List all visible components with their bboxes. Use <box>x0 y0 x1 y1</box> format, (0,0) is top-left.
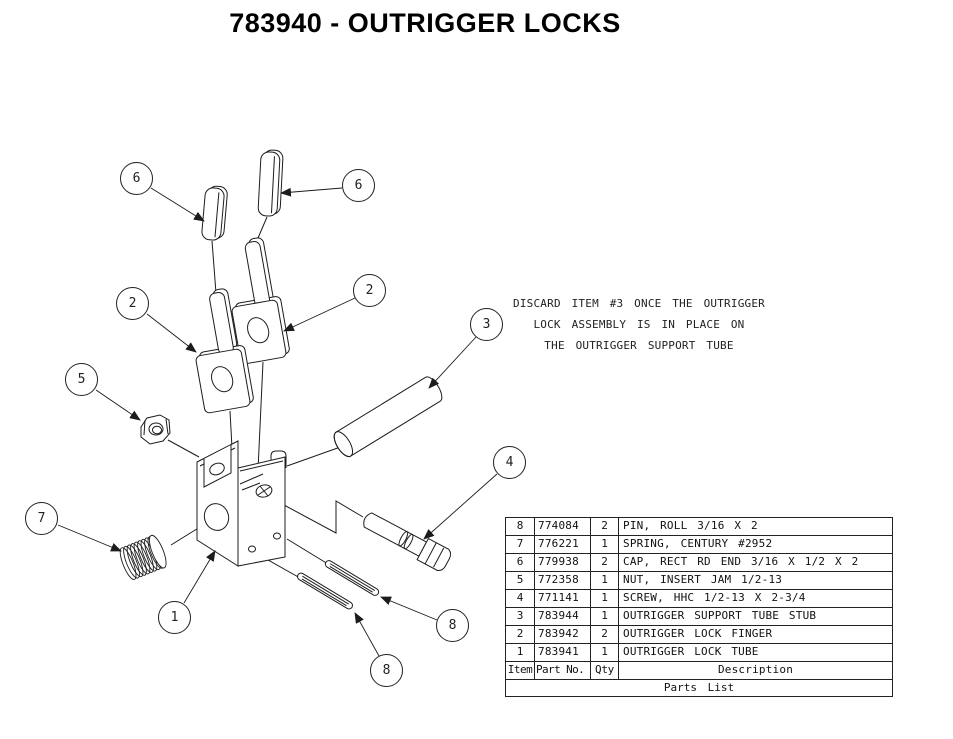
assembly-note: DISCARD ITEM #3 ONCE THE OUTRIGGER LOCK … <box>505 293 773 356</box>
leader-lines <box>57 187 498 657</box>
qty-cell: 2 <box>591 554 619 571</box>
callout-balloon-cap-right: 6 <box>342 169 375 202</box>
callout-balloon-stub: 3 <box>470 308 503 341</box>
assembly-note-line: LOCK ASSEMBLY IS IN PLACE ON <box>533 318 745 331</box>
callout-balloon-spring: 7 <box>25 502 58 535</box>
parts-row: 2 783942 2 OUTRIGGER LOCK FINGER <box>506 626 892 644</box>
description-cell: OUTRIGGER SUPPORT TUBE STUB <box>623 609 817 622</box>
qty-cell: 1 <box>591 572 619 589</box>
description-cell: OUTRIGGER LOCK FINGER <box>623 627 773 640</box>
parts-row: 3 783944 1 OUTRIGGER SUPPORT TUBE STUB <box>506 608 892 626</box>
roll-pin-lower-drawing <box>297 572 353 610</box>
item-cell: 3 <box>506 608 535 625</box>
qty-cell: 2 <box>591 626 619 643</box>
parts-row: 7 776221 1 SPRING, CENTURY #2952 <box>506 536 892 554</box>
item-cell: 1 <box>506 644 535 661</box>
parts-header-row: Item Part No. Qty Description <box>506 662 892 680</box>
item-cell: 7 <box>506 536 535 553</box>
lock-finger-left-drawing <box>195 288 254 414</box>
cap-right-drawing <box>257 149 284 217</box>
callout-balloon-screw: 4 <box>493 446 526 479</box>
description-cell: CAP, RECT RD END 3/16 X 1/2 X 2 <box>623 555 859 568</box>
callout-balloon-cap-left: 6 <box>120 162 153 195</box>
part-number-cell: 783944 <box>535 608 591 625</box>
parts-list-caption: Parts List <box>663 681 735 694</box>
item-cell: 6 <box>506 554 535 571</box>
callout-balloon-finger-right: 2 <box>353 274 386 307</box>
parts-row: 8 774084 2 PIN, ROLL 3/16 X 2 <box>506 518 892 536</box>
parts-list-table: 8 774084 2 PIN, ROLL 3/16 X 2 7 776221 1… <box>505 517 893 697</box>
description-cell: SCREW, HHC 1/2-13 X 2-3/4 <box>623 591 806 604</box>
roll-pin-upper-drawing <box>324 560 380 596</box>
cap-left-drawing <box>201 185 228 241</box>
callout-balloon-pin-upper: 8 <box>436 609 469 642</box>
parts-row: 5 772358 1 NUT, INSERT JAM 1/2-13 <box>506 572 892 590</box>
jam-nut-drawing <box>140 414 171 445</box>
item-cell: 2 <box>506 626 535 643</box>
lock-finger-right-drawing <box>231 237 290 365</box>
assembly-note-line: DISCARD ITEM #3 ONCE THE OUTRIGGER <box>513 297 765 310</box>
part-number-cell: 776221 <box>535 536 591 553</box>
qty-header-cell: Qty <box>591 662 619 679</box>
part-number-header-cell: Part No. <box>535 662 591 679</box>
callout-balloon-finger-left: 2 <box>116 287 149 320</box>
part-number-cell: 783941 <box>535 644 591 661</box>
part-number-cell: 771141 <box>535 590 591 607</box>
qty-cell: 2 <box>591 518 619 535</box>
description-cell: PIN, ROLL 3/16 X 2 <box>623 519 758 532</box>
item-cell: 5 <box>506 572 535 589</box>
item-cell: 8 <box>506 518 535 535</box>
qty-cell: 1 <box>591 536 619 553</box>
part-number-cell: 779938 <box>535 554 591 571</box>
page-title: 783940 - OUTRIGGER LOCKS <box>229 8 621 38</box>
qty-cell: 1 <box>591 608 619 625</box>
description-cell: NUT, INSERT JAM 1/2-13 <box>623 573 783 586</box>
description-header-cell: Description <box>717 663 794 676</box>
description-cell: OUTRIGGER LOCK TUBE <box>623 645 759 658</box>
parts-row: 6 779938 2 CAP, RECT RD END 3/16 X 1/2 X… <box>506 554 892 572</box>
callout-balloon-pin-lower: 8 <box>370 654 403 687</box>
parts-row: 1 783941 1 OUTRIGGER LOCK TUBE <box>506 644 892 662</box>
part-number-cell: 772358 <box>535 572 591 589</box>
callout-balloon-nut: 5 <box>65 363 98 396</box>
item-header-cell: Item <box>506 662 535 679</box>
qty-cell: 1 <box>591 590 619 607</box>
support-tube-stub-drawing <box>333 376 443 458</box>
callout-balloon-tube: 1 <box>158 601 191 634</box>
lock-tube-drawing <box>196 440 287 567</box>
item-cell: 4 <box>506 590 535 607</box>
part-number-cell: 774084 <box>535 518 591 535</box>
hex-screw-drawing <box>363 512 452 572</box>
spring-drawing <box>119 534 167 580</box>
parts-row: 4 771141 1 SCREW, HHC 1/2-13 X 2-3/4 <box>506 590 892 608</box>
assembly-note-line: THE OUTRIGGER SUPPORT TUBE <box>544 339 734 352</box>
qty-cell: 1 <box>591 644 619 661</box>
part-number-cell: 783942 <box>535 626 591 643</box>
description-cell: SPRING, CENTURY #2952 <box>623 537 773 550</box>
